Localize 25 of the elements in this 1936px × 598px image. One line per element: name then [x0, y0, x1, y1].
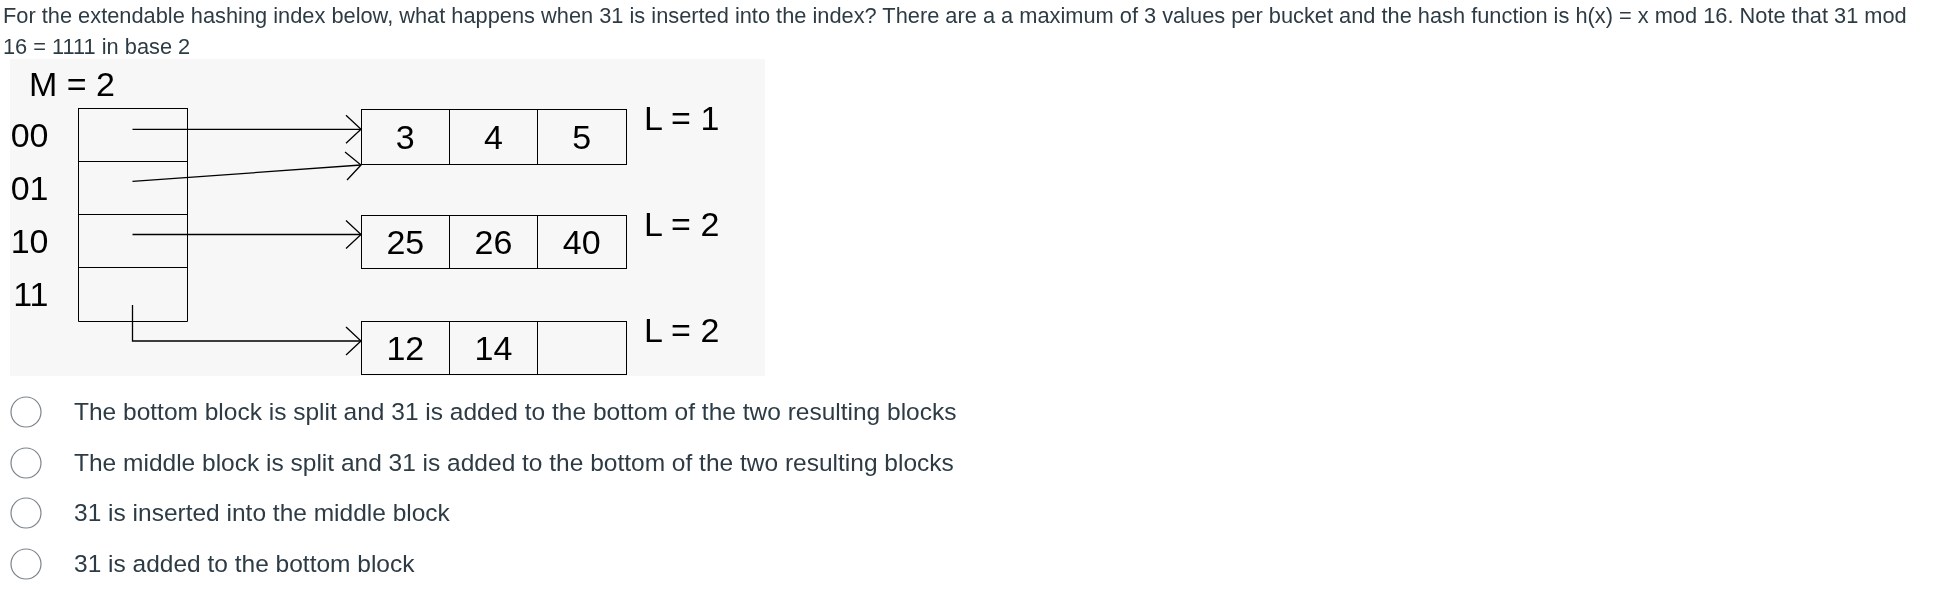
key-value: 4: [484, 119, 503, 154]
arrow: [131, 304, 362, 356]
key-value: 40: [562, 224, 601, 259]
arrow: [131, 151, 362, 183]
local-depth-label: L = 2: [644, 207, 720, 241]
answer-text: The middle block is split and 31 is added to the bottom of the two resulting blocks: [74, 447, 954, 478]
bit-string-label: 10: [10, 224, 49, 259]
bit-string-label: 11: [13, 277, 49, 312]
key-value: 3: [395, 119, 415, 154]
local-depth-label: L = 2: [644, 313, 720, 347]
key-value: 25: [386, 224, 425, 259]
bit-string-label: 00: [10, 117, 49, 152]
key-value: 12: [386, 330, 425, 365]
global-depth-label: M = 2: [29, 67, 115, 101]
answer-text: 31 is added to the bottom block: [74, 549, 415, 579]
local-depth-label: L = 1: [644, 101, 720, 135]
key-value: 14: [474, 330, 513, 365]
key-value: 26: [474, 224, 513, 259]
answer-text: 31 is inserted into the middle block: [74, 498, 450, 528]
question-text: For the extendable hashing index below, what happens when 31 is inserted into the index? There are a a maximum of 3 values per bucket and the hash function is h(x) = x mod 16. Note that 31 mod 16 = 1111 in base 2: [3, 2, 1908, 61]
key-value: 5: [572, 119, 592, 154]
bit-string-label: 01: [10, 170, 49, 205]
arrow: [131, 219, 362, 250]
answer-text: The bottom block is split and 31 is added to the bottom of the two resulting blocks: [74, 397, 957, 427]
arrow: [131, 114, 362, 144]
